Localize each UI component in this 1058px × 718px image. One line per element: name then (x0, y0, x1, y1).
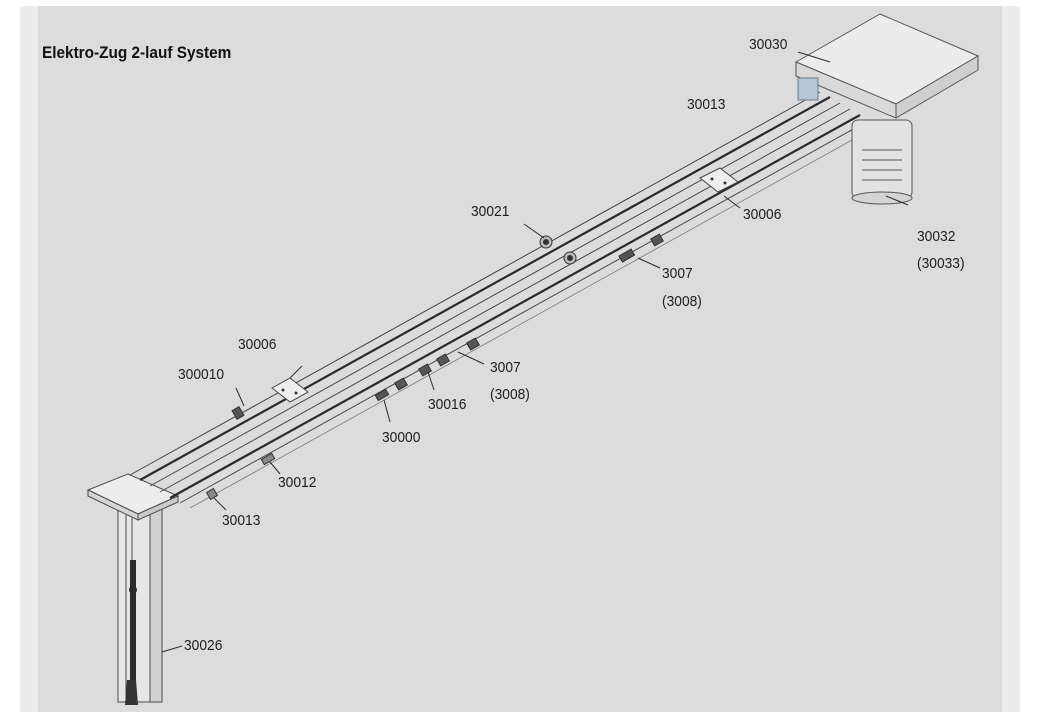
column-assembly (117, 507, 163, 705)
callout-motor-unit-alt: (30033) (917, 255, 965, 272)
rail-system (129, 91, 871, 509)
small-parts (205, 233, 665, 501)
callout-bracket-lower: 30006 (238, 336, 277, 353)
diagram-panel (38, 6, 1002, 712)
callout-clip: 30016 (428, 396, 467, 413)
frame-right-strip (1002, 6, 1020, 712)
callout-column: 30026 (184, 637, 223, 654)
motor-housing (794, 13, 980, 119)
motor-unit (851, 119, 913, 205)
callout-stop-lower-alt: (3008) (490, 386, 530, 403)
carriage (539, 235, 577, 265)
diagram-title: Elektro-Zug 2-lauf System (42, 44, 232, 62)
callout-part-left: 300010 (178, 366, 225, 383)
callout-bracket-upper: 30006 (743, 206, 782, 223)
callout-part-center: 30000 (382, 429, 421, 446)
callout-carriage: 30021 (471, 203, 510, 220)
callout-stop-upper-alt: (3008) (662, 293, 702, 310)
callout-rail-end-bottom: 30013 (222, 512, 261, 529)
callout-motor-housing: 30030 (749, 36, 788, 53)
leader-lines (161, 51, 909, 653)
callout-rail-end-top: 30013 (687, 96, 726, 113)
callout-part-lower: 30012 (278, 474, 317, 491)
base-plate (86, 473, 180, 521)
frame-left-strip (20, 6, 38, 712)
callout-stop-upper: 3007 (662, 265, 693, 282)
callout-motor-unit: 30032 (917, 228, 956, 245)
brackets (271, 167, 739, 403)
callout-stop-lower: 3007 (490, 359, 521, 376)
